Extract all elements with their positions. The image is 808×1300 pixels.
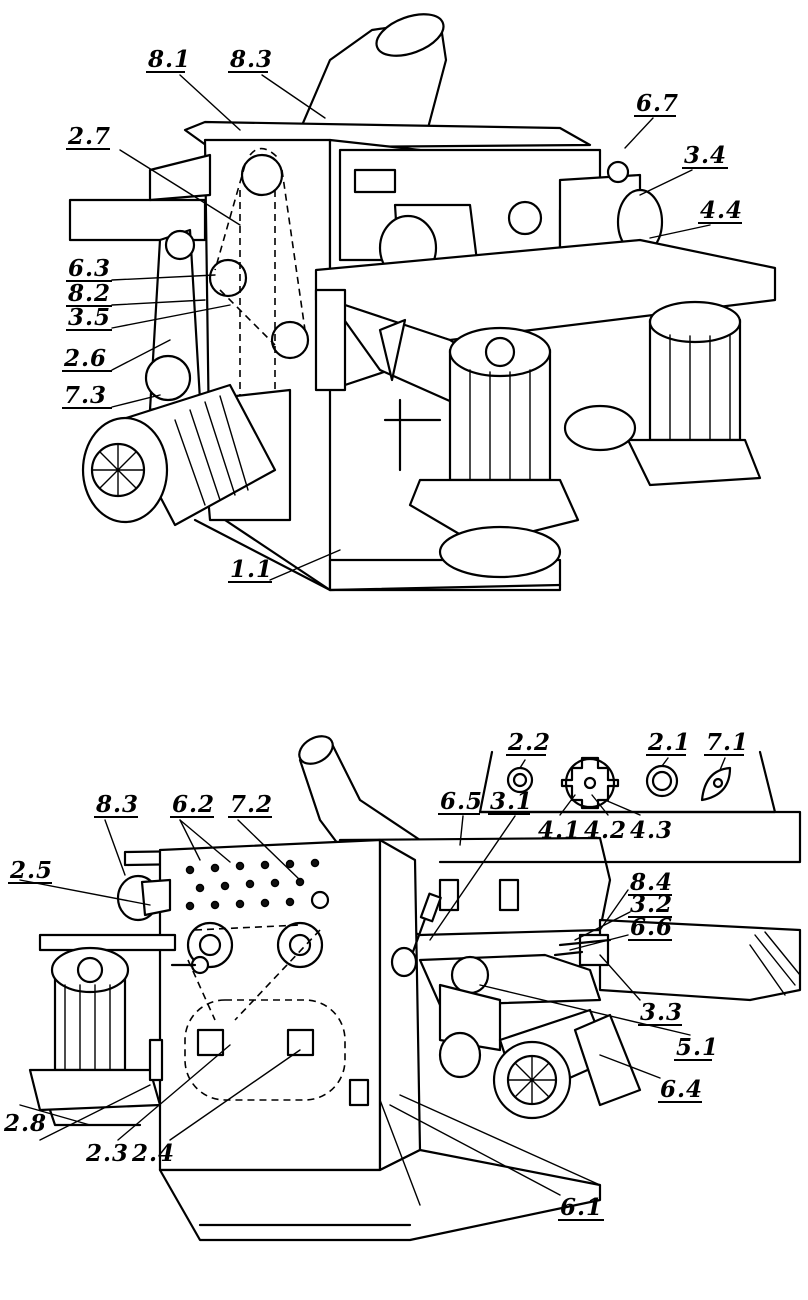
label-6-3: 6.3: [68, 255, 111, 282]
label-2-7: 2.7: [67, 123, 111, 150]
label-3-4: 3.4: [684, 142, 727, 169]
label-1-1: 1.1: [230, 556, 273, 583]
inset-panel: [438, 750, 802, 864]
inset-labels: 2.2 2.1 7.1 4.1 4.2 4.3: [506, 729, 749, 844]
label-7-3: 7.3: [64, 382, 107, 409]
bottom-front-panel: [158, 838, 382, 1172]
label-8-1: 8.1: [147, 46, 191, 73]
label-6-4: 6.4: [660, 1076, 703, 1103]
label-8-2: 8.2: [67, 280, 111, 307]
label-6-7: 6.7: [636, 90, 679, 117]
label-2-2: 2.2: [507, 729, 551, 756]
top-labels: 8.1 8.3 2.7 6.7 3.4 4.4 6.3 8.2 3.5 2.6 …: [62, 46, 743, 583]
label-6-2: 6.2: [172, 791, 215, 818]
label-3-5: 3.5: [68, 304, 111, 331]
label-7-2: 7.2: [230, 791, 273, 818]
bottom-leaders: [19, 815, 691, 1196]
top-leaders: [111, 74, 711, 581]
label-2-3: 2.3: [85, 1140, 129, 1167]
label-4-3: 4.3: [630, 817, 673, 844]
label-4-1: 4.1: [538, 817, 581, 844]
label-8-3-top: 8.3: [229, 46, 273, 73]
bottom-machine: [28, 735, 802, 1242]
label-3-1: 3.1: [490, 788, 533, 815]
label-4-4: 4.4: [700, 197, 743, 224]
bottom-base: [158, 1148, 602, 1242]
label-8-4: 8.4: [629, 869, 673, 896]
label-7-1: 7.1: [706, 729, 749, 756]
label-2-8: 2.8: [3, 1110, 47, 1137]
label-3-2: 3.2: [630, 891, 673, 918]
label-3-3: 3.3: [640, 999, 683, 1026]
label-5-1: 5.1: [676, 1034, 719, 1061]
bottom-labels: 8.3 6.2 7.2 6.5 3.1 2.5 8.4 3.2 6.6 3.3 …: [3, 788, 719, 1221]
label-4-2: 4.2: [584, 817, 627, 844]
label-6-5: 6.5: [440, 788, 483, 815]
label-6-6: 6.6: [630, 914, 673, 941]
label-2-4: 2.4: [131, 1140, 175, 1167]
label-2-1: 2.1: [647, 729, 691, 756]
label-6-1: 6.1: [560, 1194, 603, 1221]
bottom-dot-grid: [185, 858, 330, 911]
label-2-6: 2.6: [63, 345, 107, 372]
label-8-3-bottom: 8.3: [95, 791, 139, 818]
label-2-5: 2.5: [9, 857, 53, 884]
top-body-front: [203, 138, 332, 592]
top-machine: [68, 13, 777, 592]
